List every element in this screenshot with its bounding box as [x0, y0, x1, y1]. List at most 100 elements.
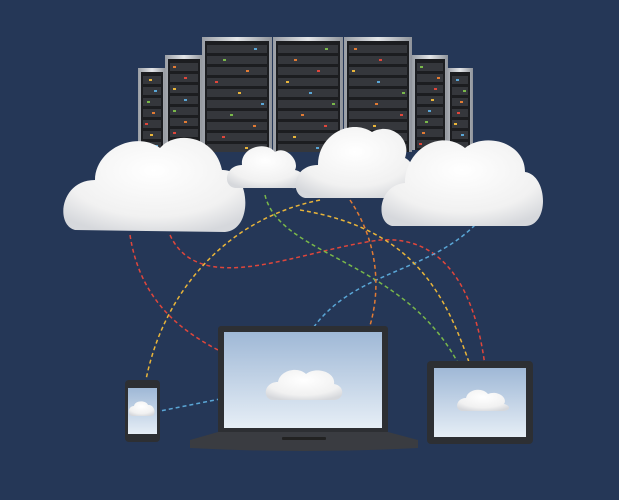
server-led — [317, 70, 320, 72]
server-led — [332, 103, 335, 105]
server-led — [461, 134, 464, 136]
server-unit — [417, 96, 443, 104]
server-unit — [452, 76, 468, 84]
cloud-icon — [457, 389, 510, 411]
server-led — [184, 121, 187, 123]
server-led — [154, 90, 157, 92]
server-led — [420, 66, 423, 68]
server-unit — [207, 78, 267, 86]
cloud-icon — [128, 401, 155, 416]
server-unit — [417, 74, 443, 82]
server-led — [437, 77, 440, 79]
server-led — [293, 136, 296, 138]
server-unit — [143, 98, 161, 106]
server-unit — [349, 122, 407, 130]
server-unit — [417, 63, 443, 71]
server-led — [238, 92, 241, 94]
server-led — [223, 59, 226, 61]
server-led — [375, 103, 378, 105]
server-unit — [207, 100, 267, 108]
server-led — [463, 90, 466, 92]
server-unit — [278, 78, 338, 86]
server-led — [324, 125, 327, 127]
server-led — [145, 123, 148, 125]
server-unit — [207, 111, 267, 119]
server-led — [354, 48, 357, 50]
server-unit — [278, 100, 338, 108]
server-led — [184, 99, 187, 101]
server-unit — [278, 133, 338, 141]
link-red-2 — [129, 234, 219, 351]
server-unit — [207, 144, 267, 152]
server-led — [428, 110, 431, 112]
server-led — [419, 143, 422, 145]
server-led — [152, 112, 155, 114]
cloud-icon — [295, 127, 416, 198]
smartphone-icon — [125, 380, 160, 442]
server-unit — [278, 122, 338, 130]
server-led — [457, 112, 460, 114]
server-led — [254, 48, 257, 50]
server-led — [173, 66, 176, 68]
server-led — [377, 81, 380, 83]
server-unit — [278, 144, 338, 152]
server-led — [460, 101, 463, 103]
server-unit — [349, 45, 407, 53]
server-led — [184, 77, 187, 79]
server-led — [294, 59, 297, 61]
server-led — [316, 147, 319, 149]
server-unit — [143, 87, 161, 95]
server-led — [150, 134, 153, 136]
server-led — [246, 70, 249, 72]
server-led — [400, 114, 403, 116]
cloud-icon — [381, 140, 544, 226]
server-led — [253, 125, 256, 127]
server-led — [286, 81, 289, 83]
cloud-icon — [265, 369, 343, 400]
server-unit — [207, 133, 267, 141]
server-led — [301, 114, 304, 116]
server-led — [261, 103, 264, 105]
server-unit — [207, 122, 267, 130]
server-unit — [349, 56, 407, 64]
server-led — [422, 132, 425, 134]
server-unit — [278, 45, 338, 53]
laptop-icon — [190, 326, 418, 451]
tablet-icon — [427, 361, 533, 444]
cloud-icon — [226, 146, 304, 189]
server-unit — [278, 89, 338, 97]
server-led — [434, 88, 437, 90]
server-led — [454, 123, 457, 125]
server-led — [173, 132, 176, 134]
server-led — [425, 121, 428, 123]
server-unit — [207, 89, 267, 97]
server-led — [379, 59, 382, 61]
link-orange — [344, 199, 377, 376]
network-links — [129, 194, 488, 413]
server-unit — [452, 120, 468, 128]
server-unit — [170, 85, 198, 93]
link-yellow-2 — [299, 209, 479, 391]
server-led — [431, 99, 434, 101]
server-unit — [417, 118, 443, 126]
server-led — [173, 88, 176, 90]
server-led — [215, 81, 218, 83]
server-unit — [278, 56, 338, 64]
server-led — [373, 125, 376, 127]
server-unit — [207, 56, 267, 64]
server-led — [325, 48, 328, 50]
server-unit — [349, 111, 407, 119]
server-led — [352, 70, 355, 72]
server-unit — [349, 89, 407, 97]
server-unit — [417, 129, 443, 137]
link-yellow — [144, 199, 321, 386]
server-rack-group — [138, 37, 473, 152]
server-led — [456, 79, 459, 81]
server-led — [222, 136, 225, 138]
server-led — [149, 79, 152, 81]
server-led — [173, 110, 176, 112]
server-unit — [170, 129, 198, 137]
link-red — [169, 234, 488, 386]
server-unit — [207, 67, 267, 75]
